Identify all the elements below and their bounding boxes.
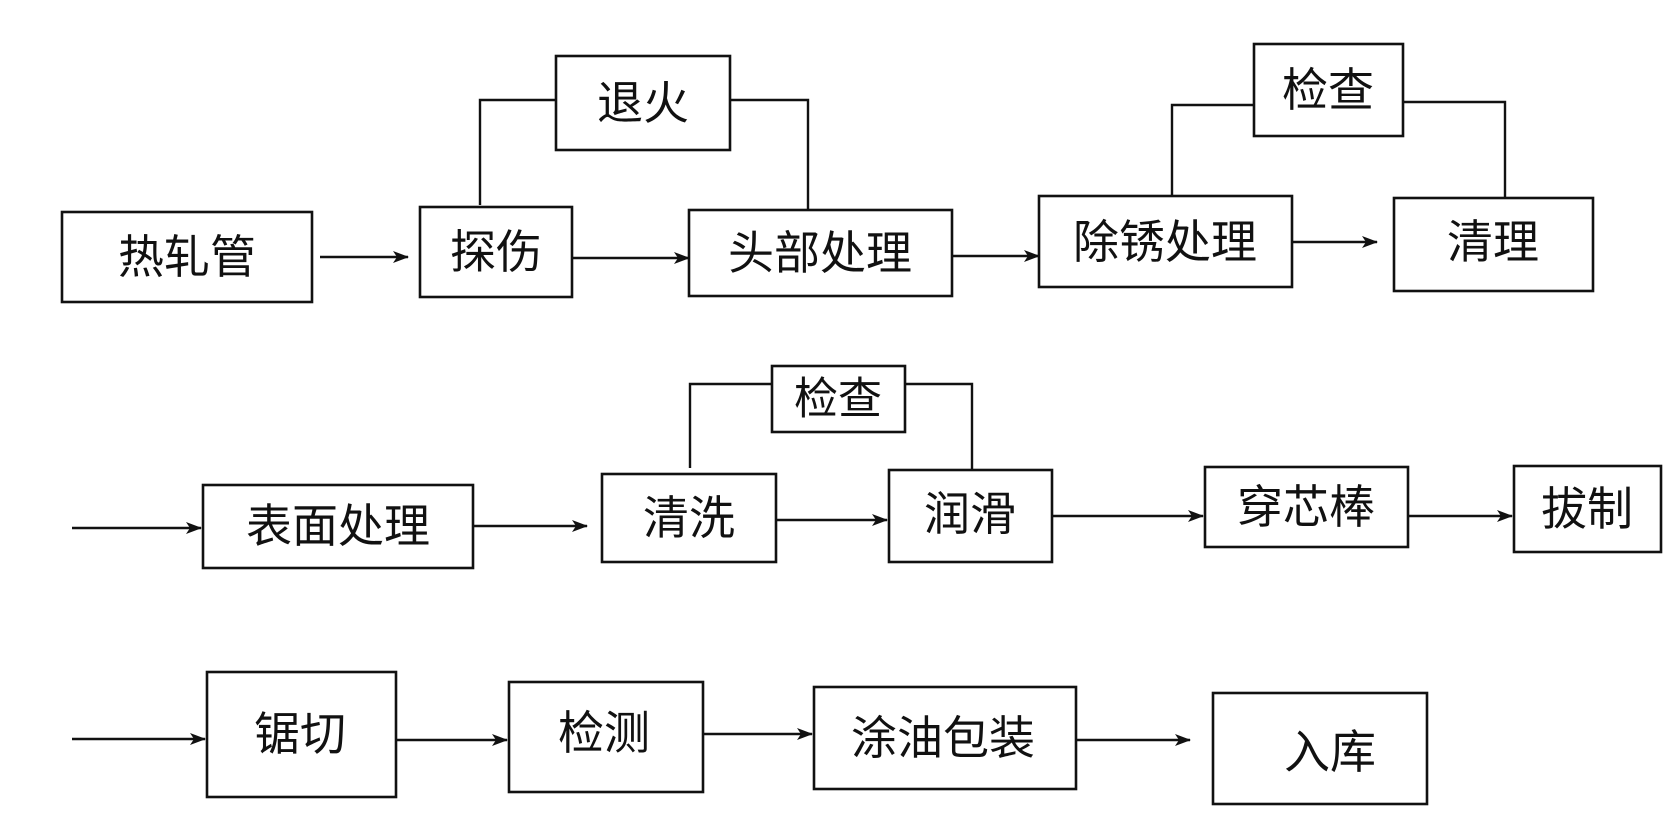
cleaning-label: 清理	[1447, 215, 1539, 269]
oiling-packing-label: 涂油包装	[851, 711, 1035, 765]
washing-box: 清洗	[600, 472, 778, 564]
mandrel-insertion-label: 穿芯棒	[1237, 480, 1375, 534]
flaw-detection-box: 探伤	[418, 205, 574, 299]
row2-inspection-label: 检查	[794, 374, 882, 425]
oiling-packing-box: 涂油包装	[812, 685, 1078, 791]
sawing-box: 锯切	[205, 670, 398, 799]
row2-inspection-connector	[688, 382, 974, 470]
sawing-label: 锯切	[254, 707, 346, 761]
drawing-box: 拔制	[1512, 464, 1663, 554]
annealing-label: 退火	[597, 76, 689, 130]
warehousing-label: 入库	[1284, 725, 1376, 779]
lubrication-box: 润滑	[887, 468, 1054, 564]
flaw-detection-label: 探伤	[450, 225, 542, 279]
testing-label: 检测	[558, 706, 650, 760]
annealing-box: 退火	[554, 54, 732, 152]
testing-box: 检测	[507, 680, 705, 794]
lubrication-label: 润滑	[924, 487, 1016, 541]
hot-rolled-tube-box: 热轧管	[60, 210, 314, 304]
surface-treatment-box: 表面处理	[201, 483, 475, 570]
row1-inspection-label: 检查	[1282, 63, 1374, 117]
surface-treatment-label: 表面处理	[246, 499, 430, 553]
washing-label: 清洗	[643, 491, 735, 545]
head-treatment-box: 头部处理	[687, 208, 954, 298]
rust-removal-box: 除锈处理	[1037, 194, 1294, 289]
rust-removal-label: 除锈处理	[1073, 215, 1257, 269]
cleaning-box: 清理	[1392, 196, 1595, 293]
row1-inspection-box: 检查	[1252, 42, 1405, 138]
drawing-label: 拔制	[1541, 482, 1633, 536]
row2-inspection-box: 检查	[770, 364, 907, 434]
warehousing-box: 入库	[1211, 691, 1429, 806]
annealing-connector	[478, 98, 810, 210]
mandrel-insertion-box: 穿芯棒	[1203, 465, 1410, 549]
row1-inspection-connector	[1170, 100, 1507, 198]
hot-rolled-tube-label: 热轧管	[118, 230, 256, 284]
head-treatment-label: 头部处理	[728, 226, 912, 280]
